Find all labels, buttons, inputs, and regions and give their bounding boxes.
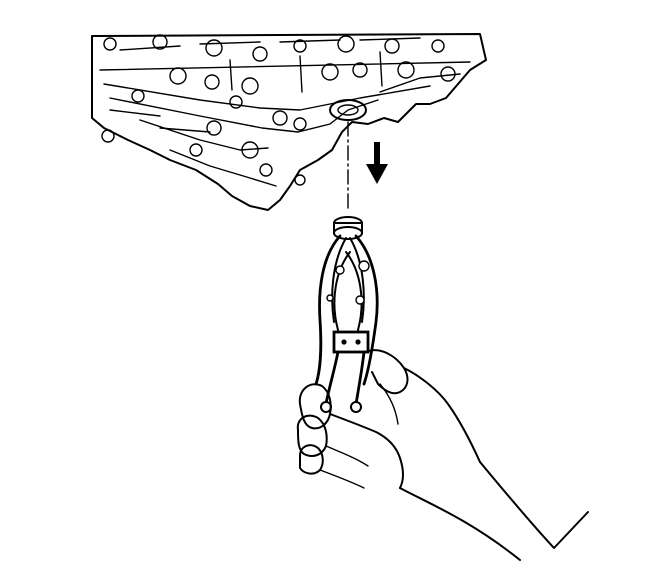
hand: [296, 349, 589, 561]
valve-body-assembly: [91, 33, 487, 211]
hand-thumb: [365, 349, 409, 395]
pliers-tool: [314, 234, 379, 413]
hand-back: [403, 367, 481, 463]
pliers-right-handle: [354, 234, 379, 386]
hand-palm: [329, 413, 404, 489]
removal-direction-arrow: [366, 142, 388, 184]
hand-wrist: [479, 461, 589, 549]
filter-seal: [333, 216, 363, 240]
pliers-left-handle: [314, 234, 342, 386]
filter-seal-bore: [329, 99, 367, 121]
pliers-lock-block: [332, 330, 370, 354]
valve-body-outline: [91, 33, 487, 211]
valve-body-bolts: [101, 34, 456, 186]
hand-ring-finger: [299, 444, 324, 475]
